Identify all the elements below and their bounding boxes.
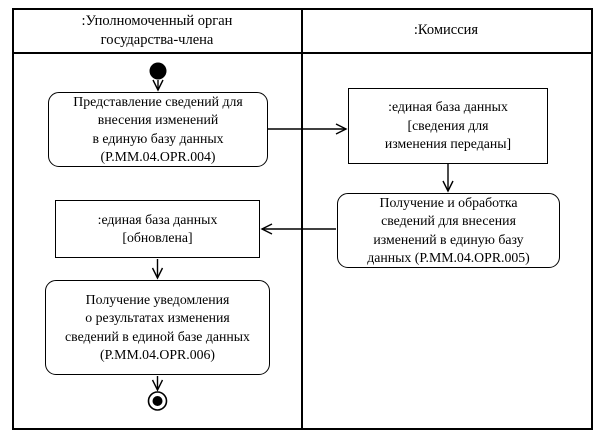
swimlane-divider: [301, 8, 303, 429]
node-text-line: изменения переданы]: [384, 136, 512, 152]
diagram-outer-frame: [12, 8, 593, 430]
node-text-line: внесения изменений: [97, 112, 219, 127]
node-text-line: :единая база данных: [388, 99, 508, 115]
node-text-line: Представление сведений для: [73, 93, 243, 109]
node-text-line: изменений в единую базу: [373, 231, 524, 247]
node-text-line: :единая база данных: [97, 211, 218, 227]
lane-header-commission: :Комиссия: [303, 8, 589, 53]
node-text-line: (P.MM.04.OPR.006): [100, 347, 215, 362]
node-text-line: о результатах изменения: [85, 310, 230, 325]
lane-title-line: :Комиссия: [413, 22, 479, 38]
node-text-line: сведений для внесения: [381, 213, 516, 228]
lane-title-line: :Уполномоченный орган: [81, 12, 233, 29]
node-text-line: (P.MM.04.OPR.004): [100, 149, 216, 164]
node-text-line: [сведения для: [407, 117, 489, 133]
object-node-db-updated: :единая база данных [обновлена]: [55, 200, 260, 258]
node-text-line: Получение уведомления: [85, 291, 230, 307]
node-text-line: [обновлена]: [122, 230, 193, 245]
node-text-line: данных (P.MM.04.OPR.005): [367, 250, 530, 265]
action-node-receive-notification: Получение уведомления о результатах изме…: [45, 280, 270, 375]
lane-title-line: государства-члена: [100, 31, 214, 48]
node-text-line: Получение и обработка: [379, 194, 518, 210]
node-text-line: сведений в единой базе данных: [65, 328, 250, 344]
object-node-db-transferred: :единая база данных [сведения для измене…: [348, 88, 548, 164]
action-node-submit-data: Представление сведений для внесения изме…: [48, 92, 268, 167]
action-node-process-data: Получение и обработка сведений для внесе…: [337, 193, 560, 268]
lane-header-authorized-body: :Уполномоченный орган государства-члена: [14, 8, 300, 53]
lane-header-separator: [12, 52, 591, 54]
node-text-line: в единую базу данных: [92, 130, 224, 146]
